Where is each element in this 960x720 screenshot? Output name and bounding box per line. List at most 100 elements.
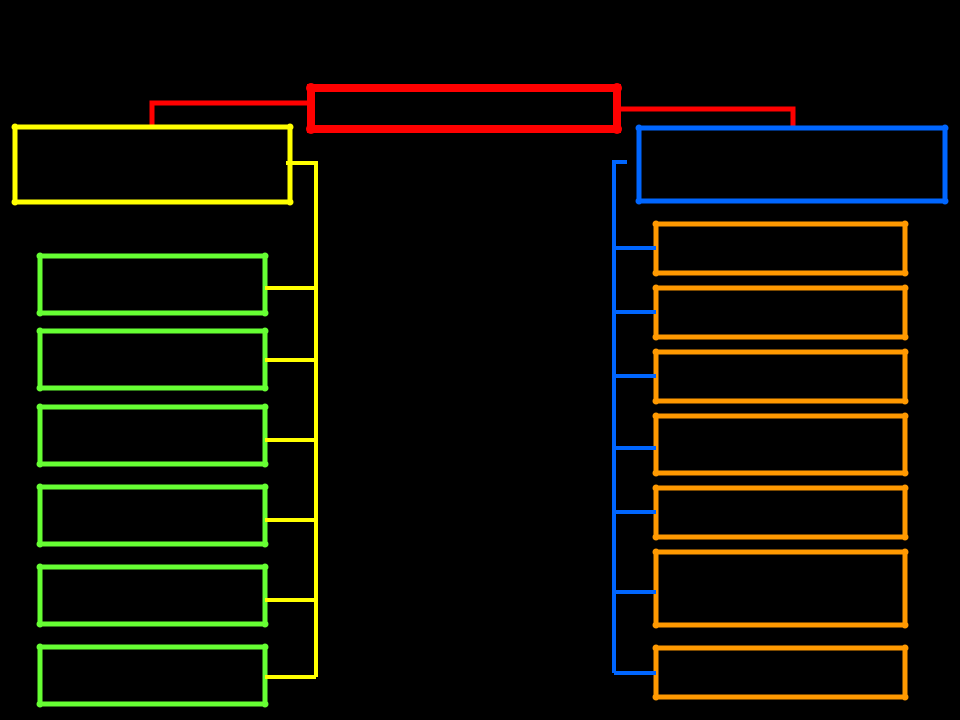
left-leaf-box — [37, 484, 268, 547]
corner-marker — [286, 198, 294, 206]
corner-marker — [261, 620, 269, 628]
corner-marker — [36, 460, 44, 468]
corner-marker — [652, 284, 660, 292]
right-leaf-box — [653, 645, 908, 700]
left-leaf-box — [37, 328, 268, 391]
corner-marker — [261, 643, 269, 651]
right-leaf-list — [614, 220, 909, 701]
right-leaf-box — [653, 413, 908, 476]
left-leaf-5 — [36, 563, 316, 628]
right-leaf-box — [653, 549, 908, 628]
right-leaf-2 — [614, 284, 909, 341]
corner-marker — [901, 348, 909, 356]
corner-marker — [261, 327, 269, 335]
corner-marker — [901, 533, 909, 541]
corner-marker — [901, 220, 909, 228]
left-leaf-6 — [36, 643, 316, 708]
corner-marker — [612, 124, 622, 134]
corner-marker — [901, 469, 909, 477]
corner-marker — [36, 384, 44, 392]
left-leaf-2 — [36, 327, 316, 392]
corner-marker — [36, 403, 44, 411]
corner-marker — [36, 252, 44, 260]
corner-marker — [652, 397, 660, 405]
corner-marker — [261, 460, 269, 468]
corner-marker — [901, 333, 909, 341]
corner-marker — [261, 700, 269, 708]
corner-marker — [36, 327, 44, 335]
corner-marker — [652, 220, 660, 228]
root-to-right-connector — [617, 106, 796, 128]
corner-marker — [261, 309, 269, 317]
left-branch-node — [11, 123, 294, 206]
left-leaf-box — [37, 644, 268, 707]
right-leaf-6 — [614, 548, 909, 629]
right-leaf-box — [653, 485, 908, 540]
corner-marker — [261, 540, 269, 548]
corner-marker — [652, 533, 660, 541]
corner-marker — [36, 620, 44, 628]
corner-marker — [652, 348, 660, 356]
corner-marker — [261, 384, 269, 392]
corner-marker — [901, 548, 909, 556]
corner-marker — [652, 333, 660, 341]
corner-marker — [652, 484, 660, 492]
right-leaf-box — [653, 221, 908, 276]
right-leaf-5 — [614, 484, 909, 541]
corner-marker — [901, 644, 909, 652]
corner-marker — [901, 284, 909, 292]
corner-marker — [652, 548, 660, 556]
left-leaf-box — [37, 253, 268, 316]
corner-marker — [261, 252, 269, 260]
corner-marker — [941, 124, 949, 132]
corner-marker — [652, 469, 660, 477]
right-leaf-7 — [614, 644, 909, 701]
right-leaf-1 — [614, 220, 909, 277]
right-leaf-3 — [614, 348, 909, 405]
right-branch-box — [636, 125, 948, 204]
left-leaf-box — [37, 404, 268, 467]
corner-marker — [612, 83, 622, 93]
left-leaf-1 — [36, 252, 316, 317]
corner-marker — [901, 484, 909, 492]
corner-marker — [941, 197, 949, 205]
corner-marker — [261, 403, 269, 411]
left-leaf-4 — [36, 483, 316, 548]
corner-marker — [261, 563, 269, 571]
left-branch-box — [12, 124, 293, 205]
corner-marker — [306, 83, 316, 93]
corner-marker — [36, 540, 44, 548]
corner-marker — [652, 644, 660, 652]
corner-marker — [11, 198, 19, 206]
left-leaf-box — [37, 564, 268, 627]
right-leaf-box — [653, 349, 908, 404]
right-spine-connector — [612, 160, 627, 673]
left-leaf-3 — [36, 403, 316, 468]
right-leaf-4 — [614, 412, 909, 477]
corner-marker — [36, 309, 44, 317]
root-to-left-connector — [149, 100, 311, 127]
corner-marker — [261, 483, 269, 491]
left-spine-connector — [286, 161, 318, 677]
corner-marker — [652, 693, 660, 701]
corner-marker — [36, 563, 44, 571]
root-node — [306, 83, 622, 134]
right-branch-node — [635, 124, 949, 205]
corner-marker — [36, 700, 44, 708]
corner-marker — [652, 269, 660, 277]
corner-marker — [286, 123, 294, 131]
corner-marker — [635, 124, 643, 132]
right-leaf-box — [653, 285, 908, 340]
corner-marker — [36, 483, 44, 491]
left-leaf-list — [36, 252, 316, 708]
corner-marker — [652, 412, 660, 420]
corner-marker — [306, 124, 316, 134]
corner-marker — [901, 621, 909, 629]
corner-marker — [11, 123, 19, 131]
corner-marker — [36, 643, 44, 651]
root-node-box — [307, 84, 621, 133]
corner-marker — [635, 197, 643, 205]
corner-marker — [901, 412, 909, 420]
corner-marker — [901, 693, 909, 701]
